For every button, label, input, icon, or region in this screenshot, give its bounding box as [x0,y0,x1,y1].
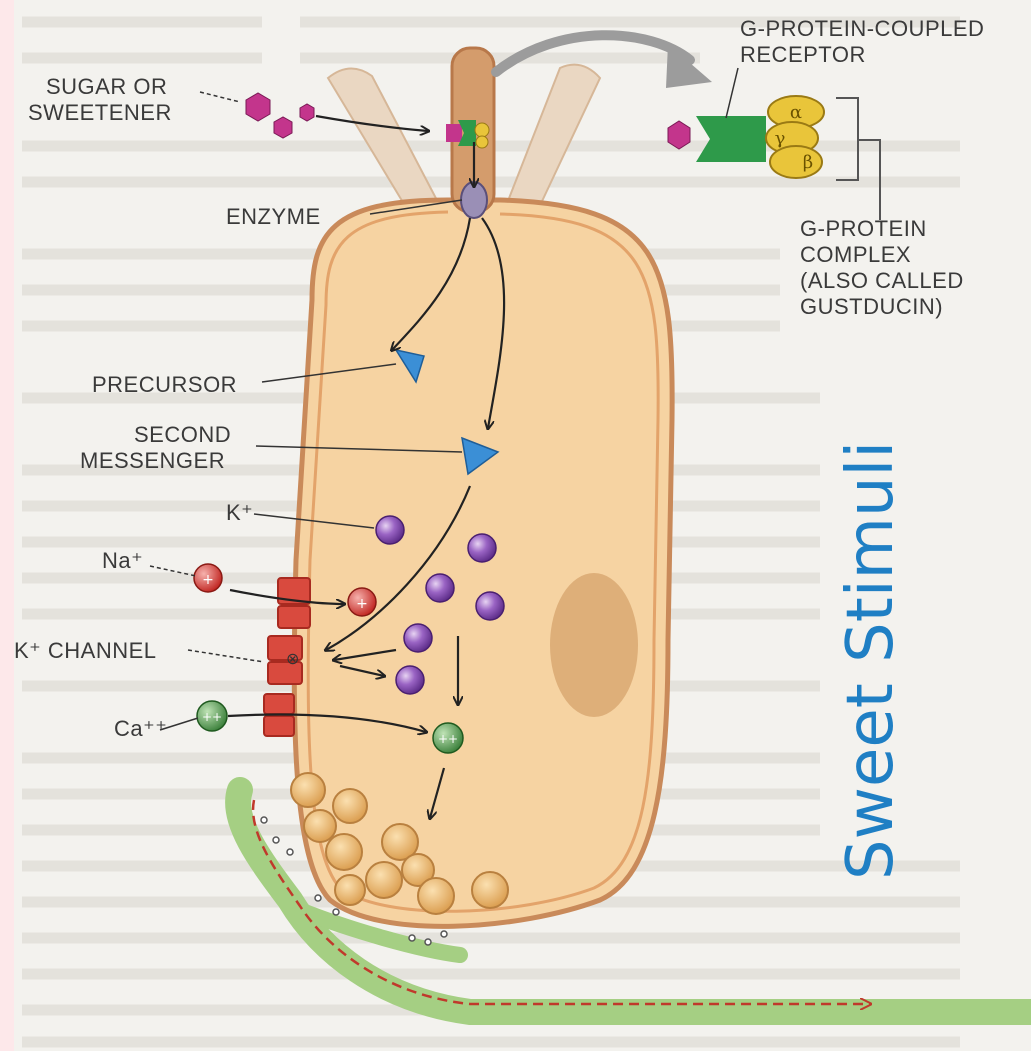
label-precursor: PRECURSOR [92,372,237,397]
label-gpcr-1: G-PROTEIN-COUPLED [740,16,984,41]
label-second-1: SECOND [134,422,231,447]
label-k-channel: K⁺ CHANNEL [14,638,157,663]
subunit-gamma: γ [775,128,786,149]
subunit-beta: β [803,152,813,173]
calcium-ion-sign: ++ [438,732,458,746]
label-second-2: MESSENGER [80,448,225,473]
figure-title: Sweet Stimuli [834,441,908,880]
label-sugar: SUGAR OR [46,74,167,99]
label-enzyme: ENZYME [226,204,321,229]
enzyme-molecule [461,182,487,218]
label-k-ion: K⁺ [226,500,253,525]
label-gprotein-2: COMPLEX [800,242,911,267]
calcium-ion-sign: ++ [202,710,222,724]
label-na-ion: Na⁺ [102,548,143,573]
label-gprotein-4: GUSTDUCIN) [800,294,943,319]
label-gprotein-3: (ALSO CALLED [800,268,964,293]
k-channel-blocked-mark: ⊗ [286,649,299,668]
nucleus [550,573,638,717]
sodium-ion-sign: + [356,596,368,612]
label-ca-ion: Ca⁺⁺ [114,716,167,741]
label-sweetener-2: SWEETENER [28,100,172,125]
subunit-alpha: α [790,102,802,123]
sodium-ion-sign: + [202,572,214,588]
label-gpcr-2: RECEPTOR [740,42,866,67]
label-gprotein-1: G-PROTEIN [800,216,927,241]
